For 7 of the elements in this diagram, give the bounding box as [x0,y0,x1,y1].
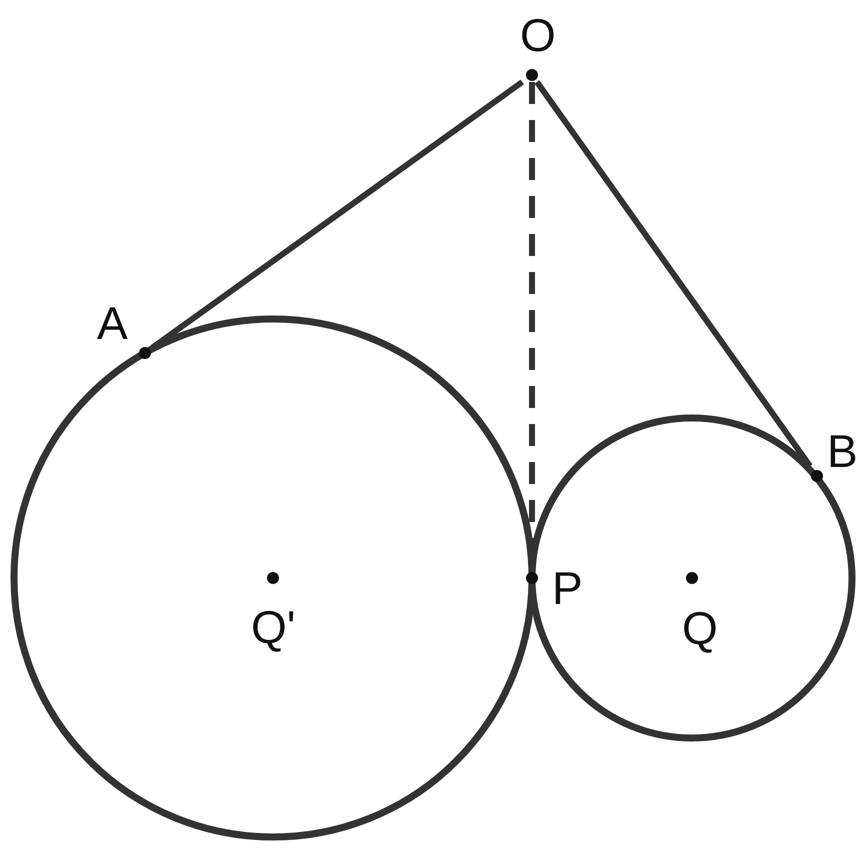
point-label: Q [682,603,718,653]
point-label: Q' [251,602,296,652]
point-label: B [827,426,858,476]
point-label: O [520,10,556,60]
point-label: P [552,563,583,613]
line-segment [534,80,812,468]
point-label: A [97,298,128,348]
